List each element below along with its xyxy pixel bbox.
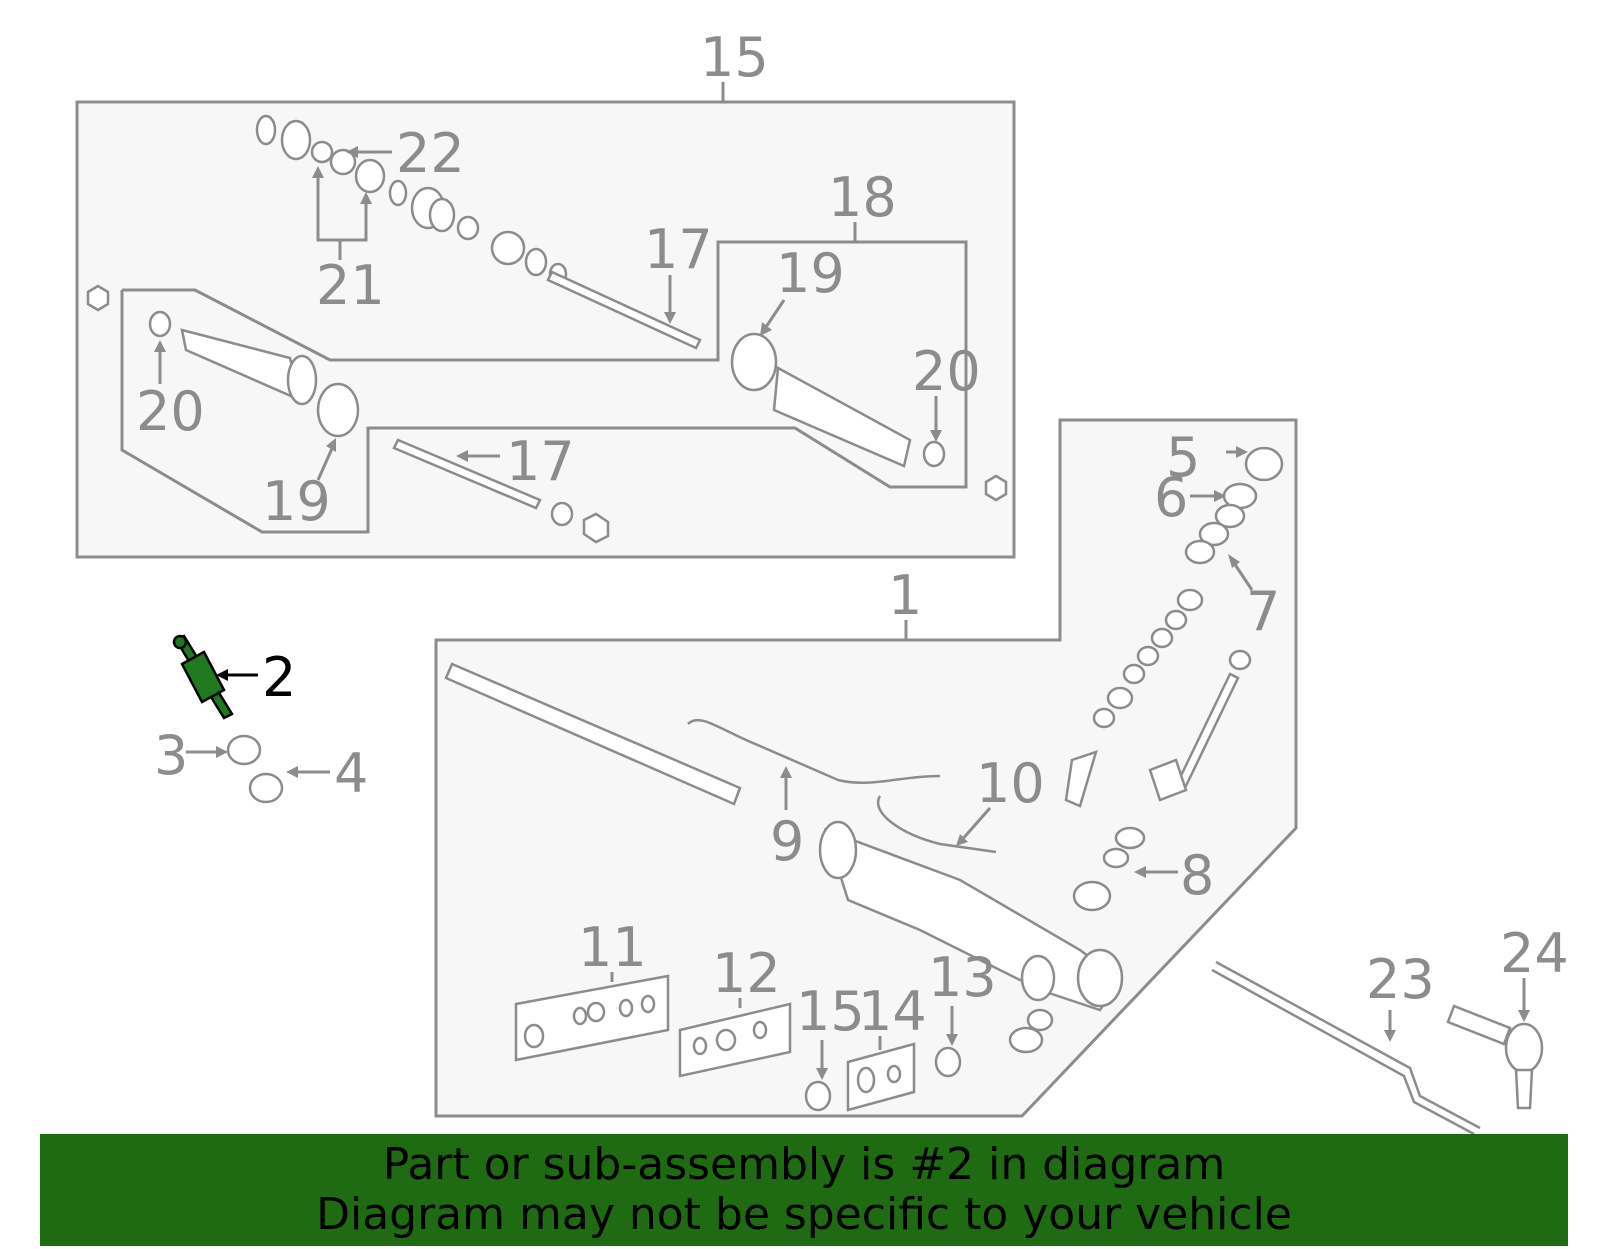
callout-19-left: 19 <box>262 470 331 533</box>
valve-seal-stack <box>1008 588 1252 1054</box>
subassembly-16-frame <box>75 100 1016 559</box>
callout-22: 22 <box>396 122 465 185</box>
callout-1: 1 <box>888 564 922 627</box>
banner-line-2: Diagram may not be specific to your vehi… <box>316 1189 1292 1240</box>
kit-14-card <box>846 1042 916 1112</box>
tie-rod-23 <box>1215 960 1481 1130</box>
pressure-line-9 <box>687 718 941 784</box>
callout-23: 23 <box>1366 948 1435 1011</box>
banner-line-1: Part or sub-assembly is #2 in diagram <box>382 1139 1226 1190</box>
tie-rod-end-24 <box>1446 1004 1544 1110</box>
bellows-boot-right <box>730 332 946 468</box>
callout-12: 12 <box>712 942 781 1005</box>
inner-tie-rod-upper <box>546 270 702 350</box>
callout-8: 8 <box>1180 844 1214 907</box>
info-banner: Part or sub-assembly is #2 in diagram Di… <box>40 1134 1568 1246</box>
highlighted-part-2-valve[interactable] <box>172 634 234 720</box>
callout-17-upper: 17 <box>644 218 713 281</box>
seal-4 <box>248 772 284 804</box>
callout-21: 21 <box>316 254 385 317</box>
callout-13: 13 <box>928 946 997 1009</box>
callout-11: 11 <box>578 916 647 979</box>
bushing-13 <box>934 1046 962 1078</box>
callout-5: 5 <box>1166 426 1200 489</box>
nut-right <box>984 474 1008 502</box>
rack-shaft <box>444 662 742 806</box>
seal-3 <box>226 734 262 766</box>
seal-15 <box>804 1080 832 1112</box>
callout-4: 4 <box>334 742 368 805</box>
upper-seal-kit <box>255 114 568 286</box>
subgroup-19-20-left-outline <box>120 240 968 534</box>
callout-20-right: 20 <box>912 340 981 403</box>
cap-5 <box>1244 446 1284 482</box>
callout-10: 10 <box>976 752 1045 815</box>
seals-7 <box>1184 503 1246 565</box>
assembly-1-frame <box>434 418 1298 1118</box>
inner-tie-rod-lower <box>392 438 542 510</box>
pressure-line-10 <box>876 795 997 854</box>
callout-17-lower: 17 <box>506 430 575 493</box>
callout-7: 7 <box>1246 580 1280 643</box>
callout-14: 14 <box>858 980 927 1043</box>
callout-19-right: 19 <box>776 242 845 305</box>
bellows-boot-left <box>148 310 360 438</box>
callout-6: 6 <box>1154 466 1188 529</box>
nut-left <box>86 284 110 312</box>
callout-18: 18 <box>828 166 897 229</box>
callout-24: 24 <box>1500 922 1569 985</box>
callout-3: 3 <box>154 724 188 787</box>
callout-9: 9 <box>770 810 804 873</box>
callout-16: 15 <box>700 26 769 89</box>
callout-20-left: 20 <box>136 380 205 443</box>
callout-15: 15 <box>796 980 865 1043</box>
callout-2: 2 <box>262 646 296 709</box>
rack-housing <box>818 820 1124 1012</box>
